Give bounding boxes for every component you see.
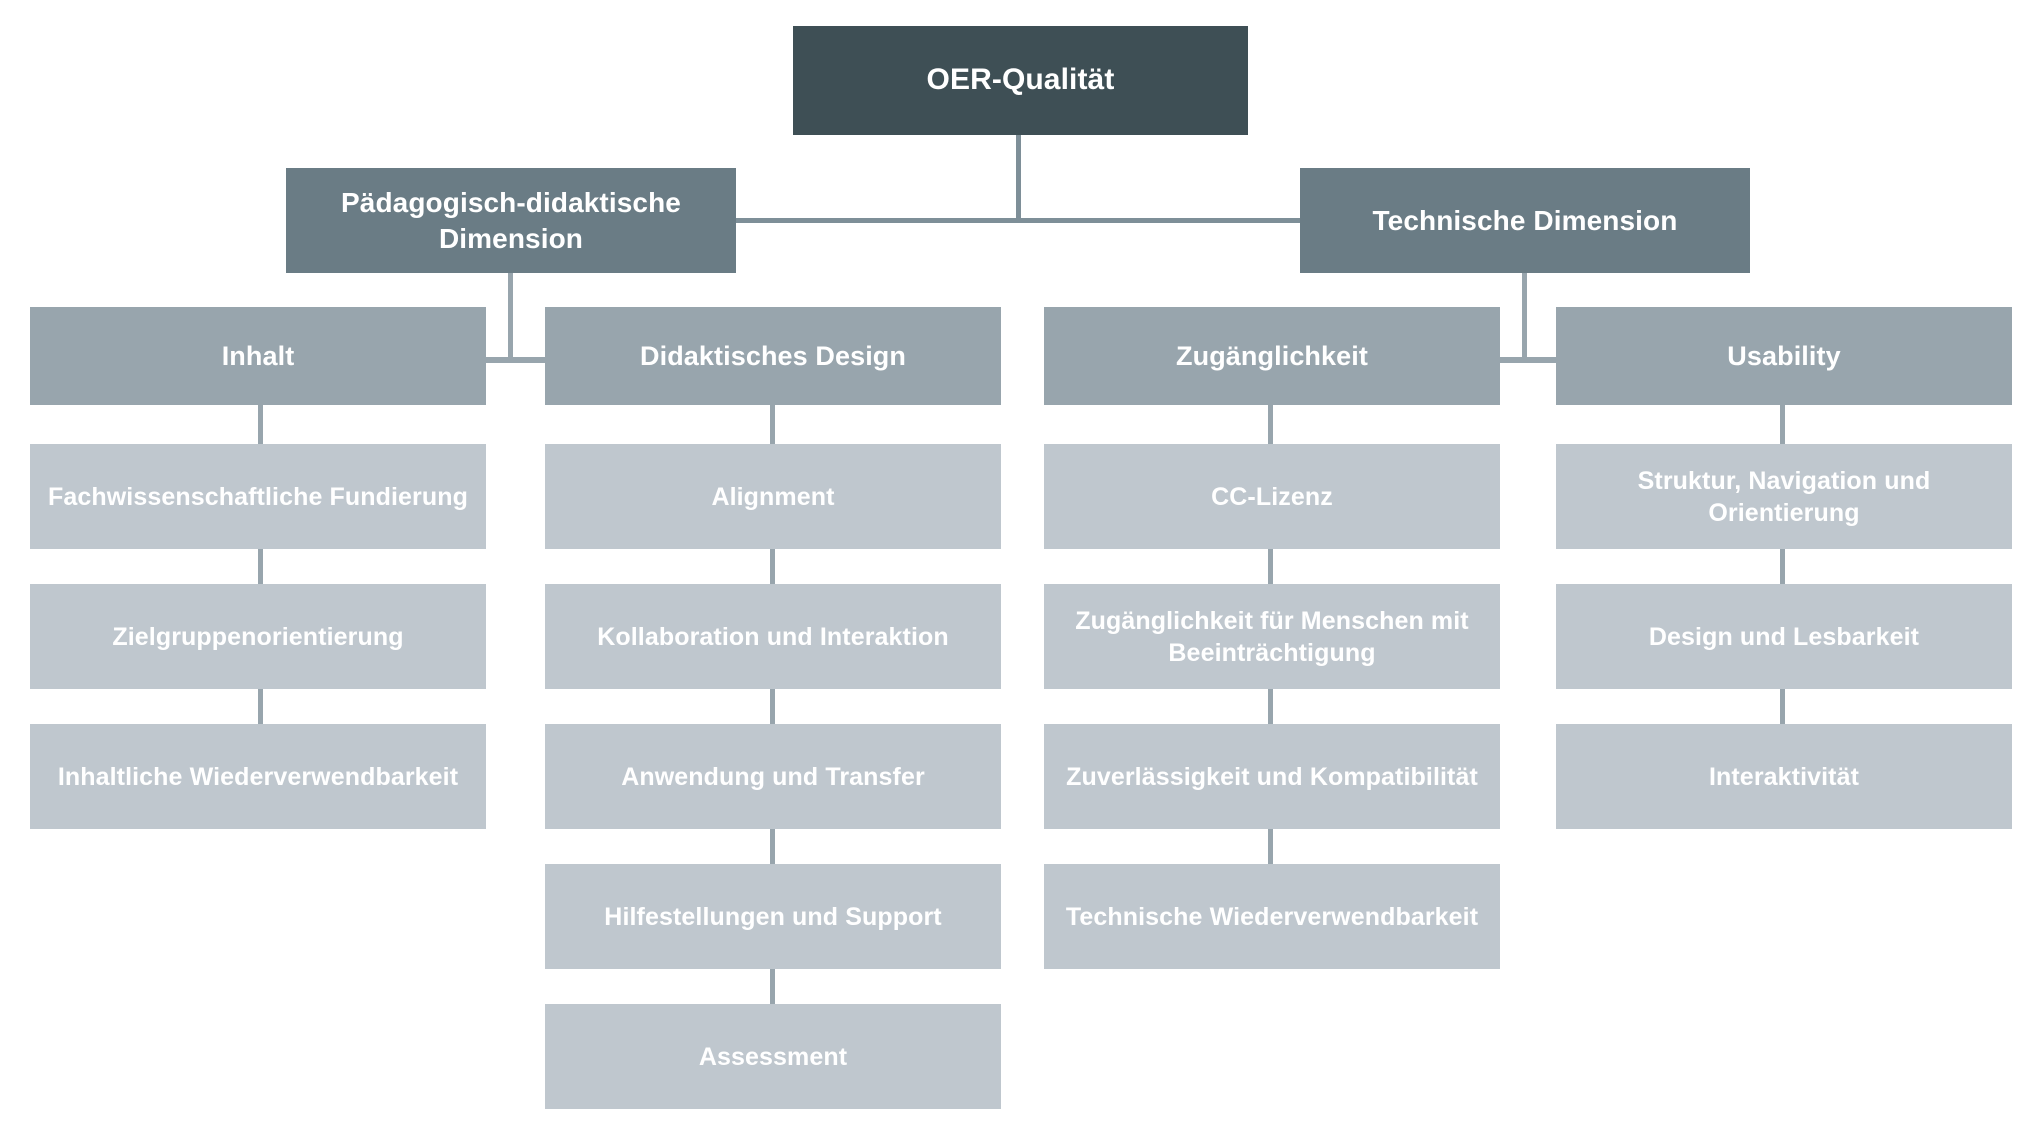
connector-dimension-spine xyxy=(735,218,1301,223)
node-criterion-technische-wiederverwendbarkeit[interactable]: Technische Wiederverwendbarkeit xyxy=(1044,864,1500,969)
node-criterion-design-und-lesbarkeit[interactable]: Design und Lesbarkeit xyxy=(1556,584,2012,689)
node-criterion-assessment[interactable]: Assessment xyxy=(545,1004,1001,1109)
node-category-didaktisches-design[interactable]: Didaktisches Design xyxy=(545,307,1001,405)
node-category-inhalt[interactable]: Inhalt xyxy=(30,307,486,405)
connector-pedagogical-bar xyxy=(486,357,550,363)
connector-column-didaktisches-design xyxy=(770,405,775,1005)
node-root-oer-qualitaet[interactable]: OER-Qualität xyxy=(793,26,1248,135)
node-criterion-anwendung-und-transfer[interactable]: Anwendung und Transfer xyxy=(545,724,1001,829)
node-criterion-zielgruppenorientierung[interactable]: Zielgruppenorientierung xyxy=(30,584,486,689)
node-category-usability[interactable]: Usability xyxy=(1556,307,2012,405)
node-criterion-hilfestellungen-und-support[interactable]: Hilfestellungen und Support xyxy=(545,864,1001,969)
node-criterion-cc-lizenz[interactable]: CC-Lizenz xyxy=(1044,444,1500,549)
node-criterion-inhaltliche-wiederverwendbarkeit[interactable]: Inhaltliche Wiederverwendbarkeit xyxy=(30,724,486,829)
connector-column-usability xyxy=(1780,405,1785,727)
node-criterion-zugaenglichkeit-beeintraechtigung[interactable]: Zugänglichkeit für Menschen mit Beeinträ… xyxy=(1044,584,1500,689)
node-criterion-fachwissenschaftliche-fundierung[interactable]: Fachwissenschaftliche Fundierung xyxy=(30,444,486,549)
node-dimension-paedagogisch-didaktisch[interactable]: Pädagogisch-didaktische Dimension xyxy=(286,168,736,273)
connector-technical-stem xyxy=(1522,272,1527,362)
node-criterion-struktur-navigation-orientierung[interactable]: Struktur, Navigation und Orientierung xyxy=(1556,444,2012,549)
connector-technical-bar xyxy=(1497,357,1559,363)
connector-root-stem xyxy=(1016,135,1021,221)
connector-pedagogical-stem xyxy=(508,272,513,362)
node-criterion-interaktivitaet[interactable]: Interaktivität xyxy=(1556,724,2012,829)
node-criterion-zuverlaessigkeit-und-kompatibilitaet[interactable]: Zuverlässigkeit und Kompatibilität xyxy=(1044,724,1500,829)
connector-column-inhalt xyxy=(258,405,263,727)
node-criterion-kollaboration-und-interaktion[interactable]: Kollaboration und Interaktion xyxy=(545,584,1001,689)
node-dimension-technisch[interactable]: Technische Dimension xyxy=(1300,168,1750,273)
node-criterion-alignment[interactable]: Alignment xyxy=(545,444,1001,549)
node-category-zugaenglichkeit[interactable]: Zugänglichkeit xyxy=(1044,307,1500,405)
